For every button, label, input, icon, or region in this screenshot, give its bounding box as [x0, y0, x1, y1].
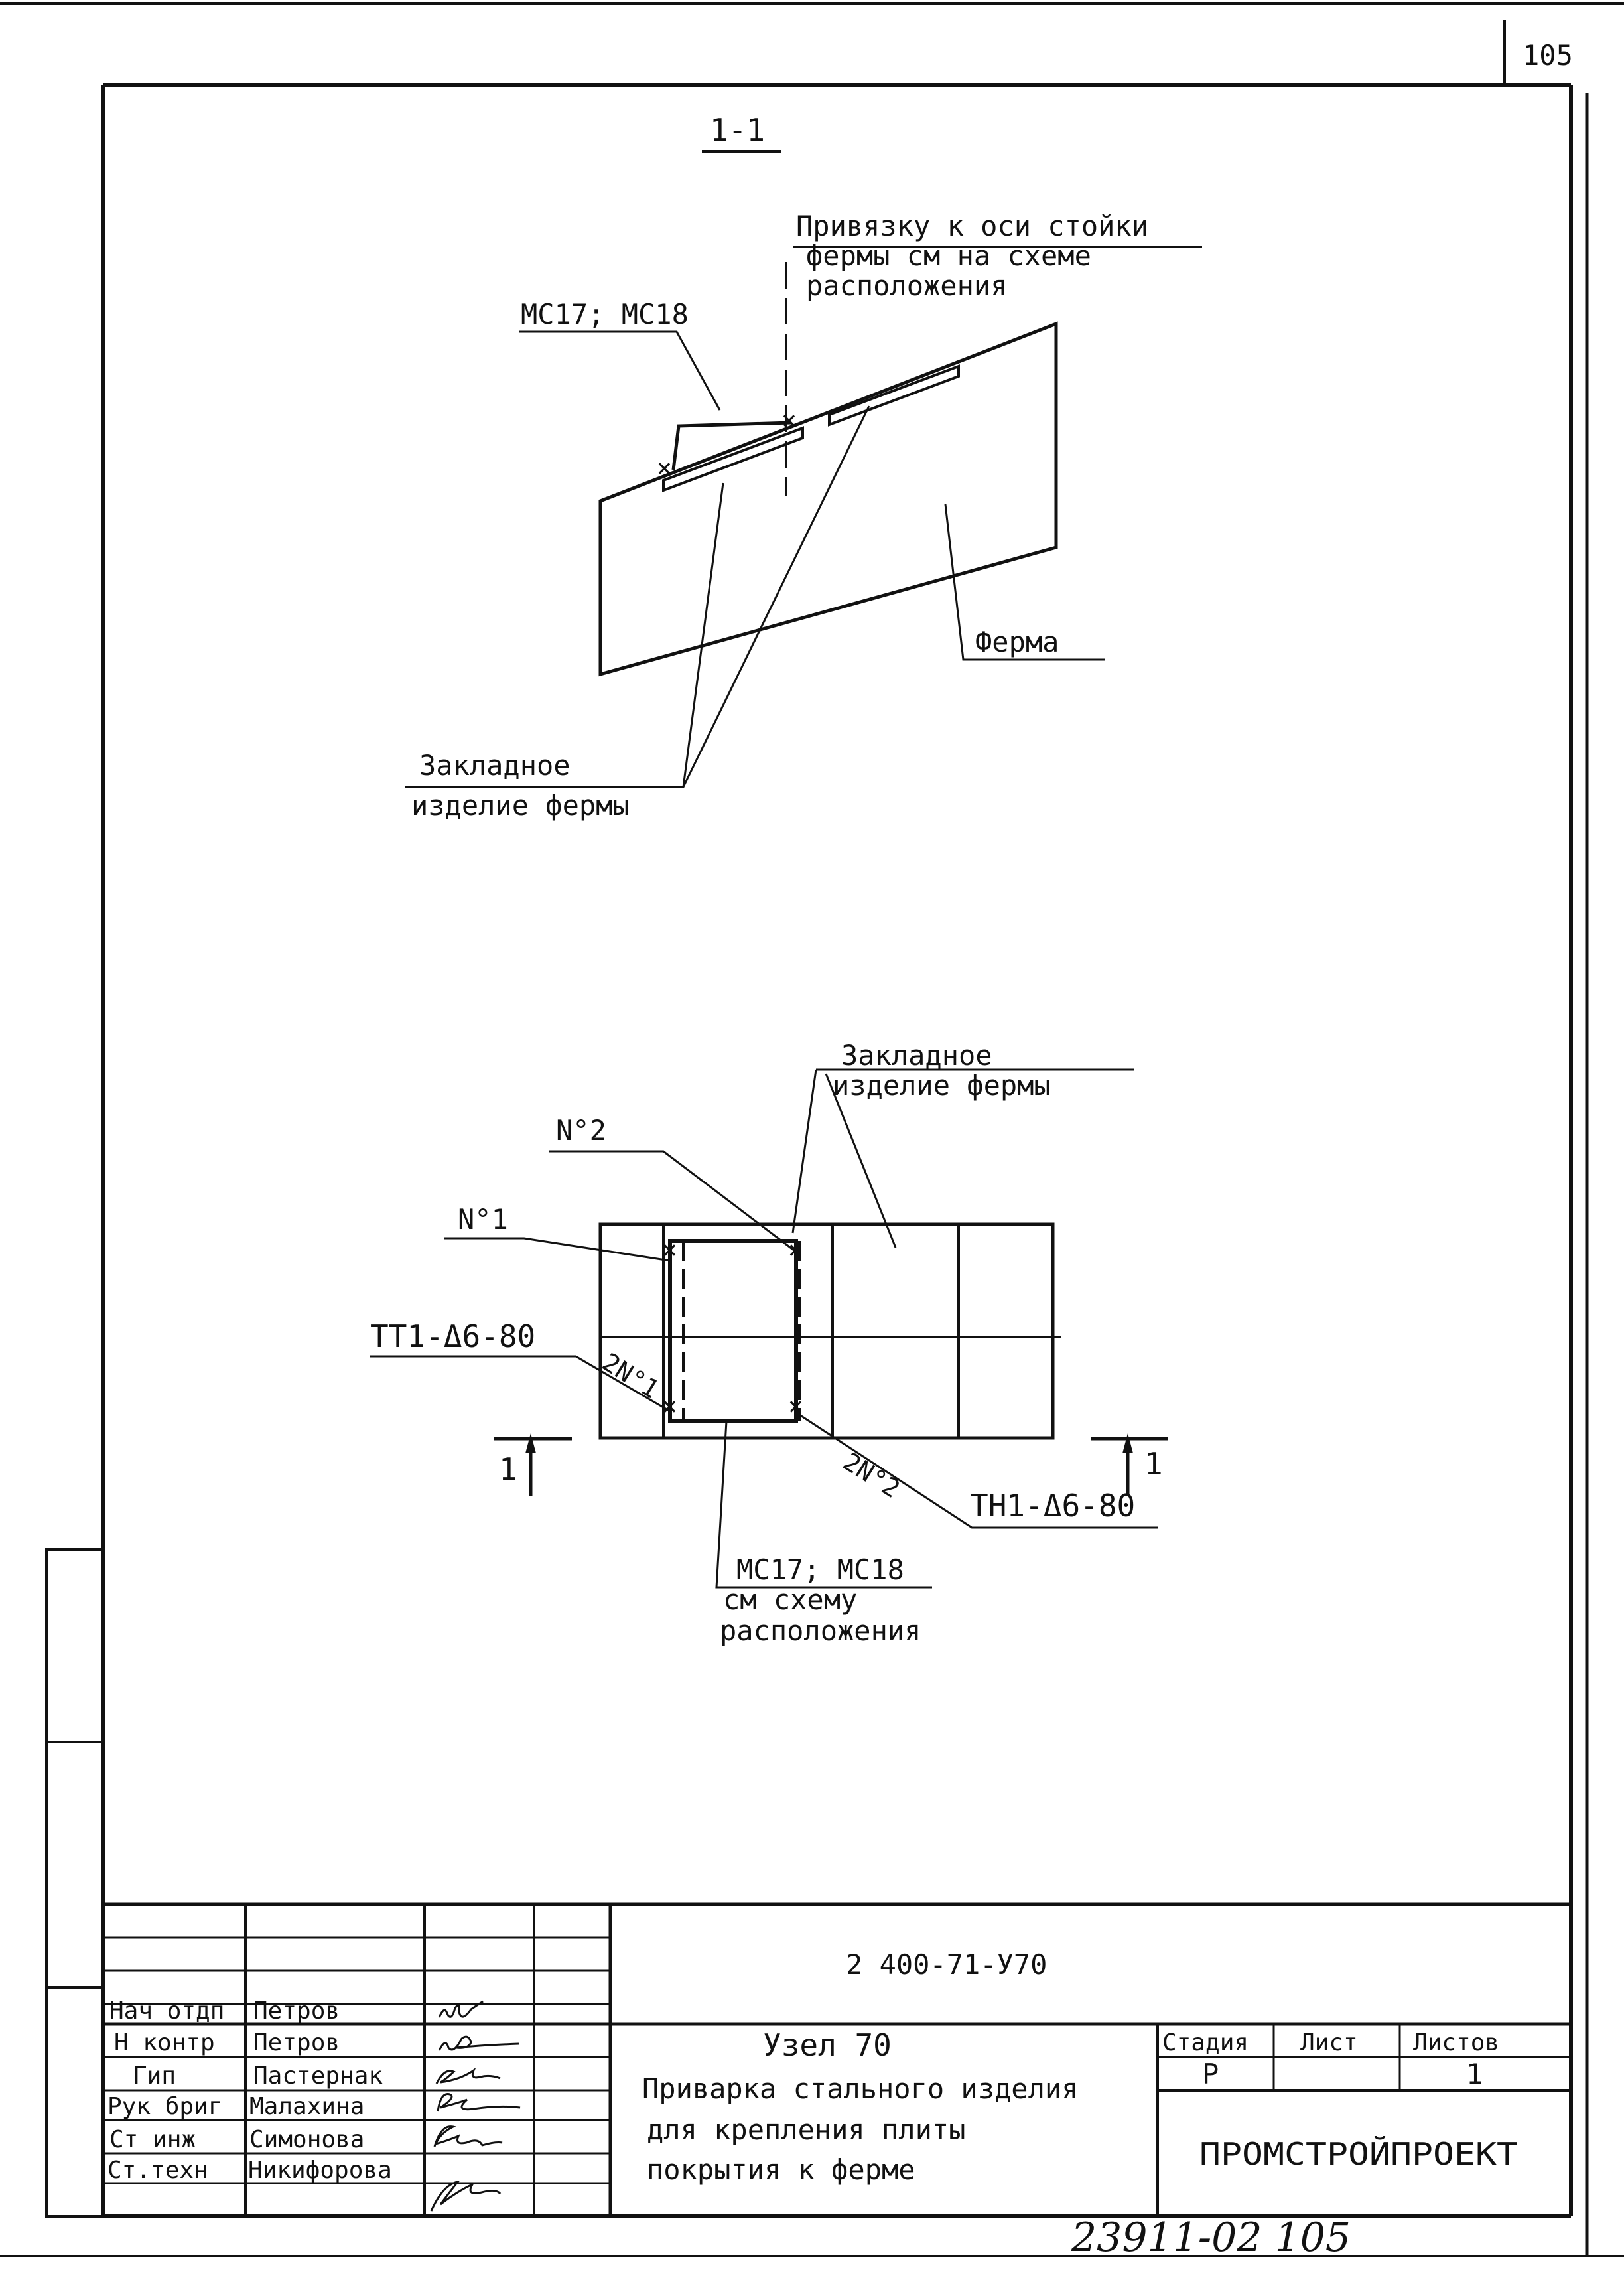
description-line2: для крепления плиты [647, 2113, 965, 2146]
section-cut-number-left: 1 [499, 1451, 517, 1487]
plan-mc-label-line3: расположения [720, 1614, 921, 1647]
n1-label: N°1 [458, 1203, 508, 1236]
weld-mark: × [788, 1235, 803, 1264]
weld-mark: × [781, 405, 797, 435]
mc17-mc18-label-top: МС17; МС18 [521, 298, 689, 330]
section-cut-number-right: 1 [1144, 1446, 1163, 1482]
signatures-table: Нач отдп Петров Н контр Петров Гип Пасте… [107, 1997, 521, 2212]
name-6: Никифорова [248, 2157, 392, 2184]
embedded-plate-right [828, 364, 960, 427]
weld-mark: × [657, 453, 672, 482]
section-title: 1-1 [710, 112, 765, 148]
role-1: Нач отдп [109, 1997, 224, 2025]
signature-2 [438, 2035, 519, 2051]
plan-view: × × × × Закладное изделие фермы N°2 N°1 … [370, 1039, 1168, 1647]
embedded-item-label-line1: Закладное [419, 749, 571, 782]
steel-bracket-mc17 [671, 421, 791, 470]
embedded-item-label-line2: изделие фермы [411, 789, 630, 822]
axis-note-line3: расположения [806, 269, 1007, 302]
role-5: Ст инж [109, 2126, 196, 2153]
axis-note-line2: фермы см на схеме [806, 240, 1091, 272]
role-6: Ст.техн [107, 2157, 208, 2184]
description-line1: Приварка стального изделия [642, 2072, 1078, 2105]
signature-6 [430, 2180, 502, 2212]
role-2: Н контр [114, 2029, 215, 2056]
node-title: Узел 70 [763, 2027, 892, 2063]
signature-3 [435, 2067, 501, 2084]
handwritten-archive-number: 23911-02 105 [1071, 2214, 1351, 2261]
sheets-header: Листов [1413, 2029, 1499, 2056]
truss-section-plate [598, 321, 1058, 677]
truss-chord-plan [598, 1222, 1055, 1440]
signature-4 [437, 2093, 521, 2112]
name-1: Петров [253, 1997, 340, 2025]
sheets-value: 1 [1466, 2058, 1483, 2090]
name-4: Малахина [249, 2093, 364, 2120]
stage-value: Р [1202, 2058, 1219, 2090]
weld-right-count: 2N°2 [838, 1447, 905, 1504]
title-block [103, 1902, 1571, 2216]
document-code: 2 400-71-У70 [846, 1948, 1047, 1981]
steel-plate-mc17-plan [668, 1239, 798, 1423]
weld-mark: × [788, 1392, 803, 1421]
weld-mark: × [662, 1235, 677, 1264]
name-3: Пастернак [253, 2062, 383, 2090]
name-5: Симонова [249, 2126, 364, 2153]
n2-label: N°2 [556, 1114, 606, 1147]
plan-embedded-label-line2: изделие фермы [833, 1069, 1051, 1102]
plan-mc-label-line1: МС17; МС18 [736, 1553, 904, 1586]
weld-mark: × [662, 1392, 677, 1421]
section-1-1: 1-1 × × Привязку к оси стойки фермы см н… [405, 112, 1202, 822]
embedded-plate-left [662, 426, 804, 492]
axis-note-line1: Привязку к оси стойки [796, 210, 1148, 242]
weld-left-symbol: ТТ1-Δ6-80 [370, 1319, 535, 1354]
weld-left-count: 2N°1 [597, 1347, 664, 1404]
truss-label: Ферма [975, 626, 1059, 658]
role-3: Гип [133, 2062, 176, 2090]
signature-5 [433, 2125, 503, 2147]
organization-name: ПРОМСТРОЙПРОЕКТ [1199, 2136, 1518, 2172]
stage-header: Стадия [1162, 2029, 1249, 2056]
signature-1 [438, 2000, 484, 2018]
sheet-header: Лист [1300, 2029, 1358, 2056]
name-2: Петров [253, 2029, 340, 2056]
plan-embedded-label-line1: Закладное [841, 1039, 992, 1072]
weld-right-symbol: ТН1-Δ6-80 [970, 1488, 1135, 1524]
description-line3: покрытия к ферме [647, 2153, 915, 2186]
page-number: 105 [1522, 39, 1573, 72]
plan-mc-label-line2: см схему [723, 1583, 857, 1616]
role-4: Рук бриг [107, 2093, 222, 2120]
